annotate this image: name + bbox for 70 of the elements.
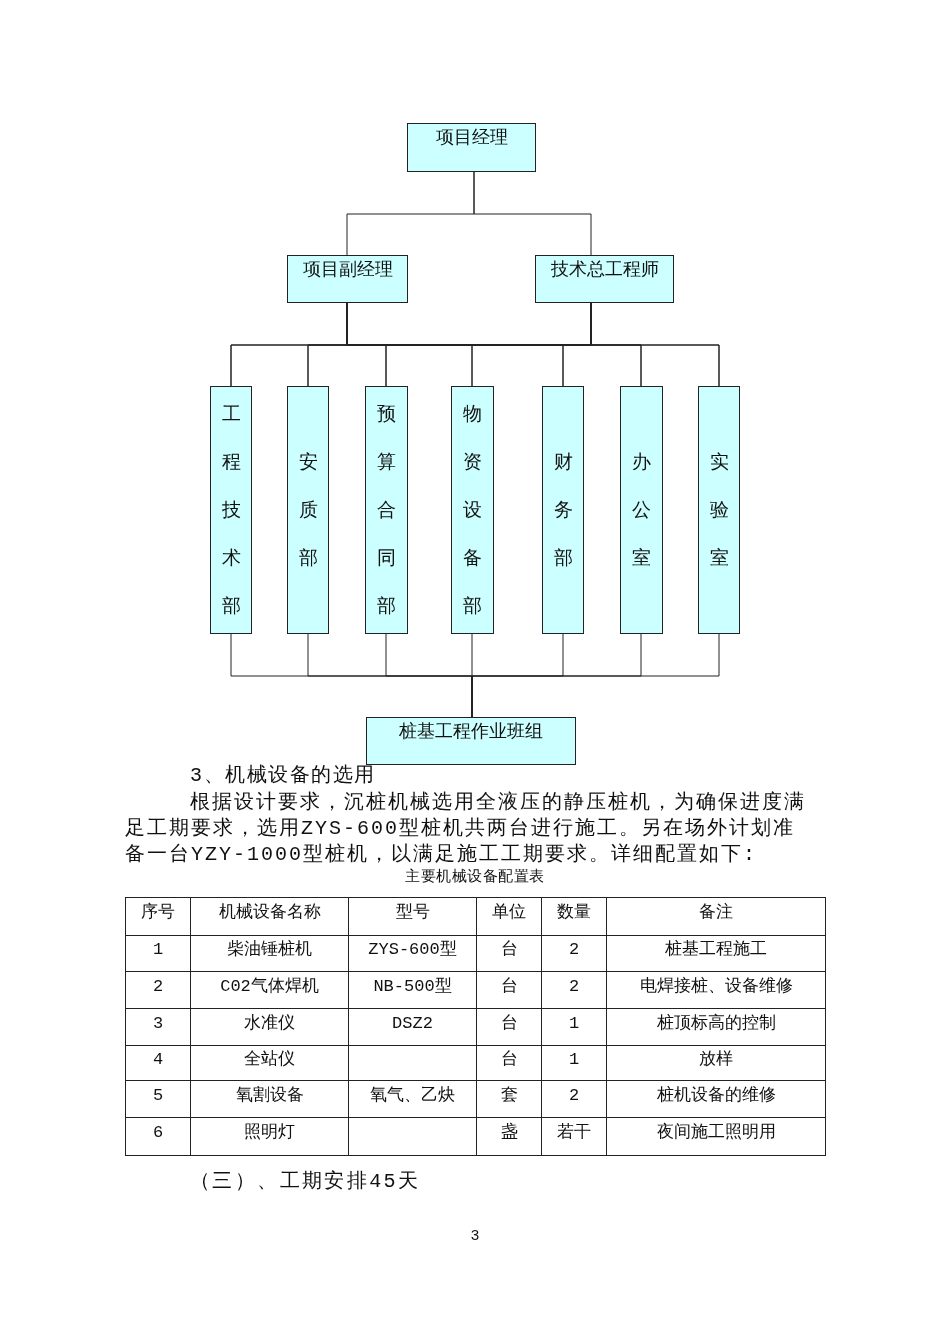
box-label: 项目经理 — [435, 126, 508, 148]
table-cell: 盏 — [476, 1117, 542, 1156]
table-cell: 4 — [125, 1045, 191, 1081]
table-header-cell: 型号 — [348, 897, 477, 936]
department-box — [451, 386, 494, 634]
table-cell: 1 — [541, 1008, 607, 1046]
table-cell: 5 — [125, 1080, 191, 1118]
table-header-cell: 数量 — [541, 897, 607, 936]
box-label: 桩基工程作业班组 — [399, 720, 543, 742]
table-header-cell: 序号 — [125, 897, 191, 936]
table-cell: 放样 — [606, 1045, 826, 1081]
table-cell: 照明灯 — [190, 1117, 349, 1156]
table-cell: 夜间施工照明用 — [606, 1117, 826, 1156]
connector-line — [471, 633, 720, 718]
table-cell: 台 — [476, 935, 542, 972]
table-cell: 台 — [476, 1008, 542, 1046]
table-cell: 氧割设备 — [190, 1080, 349, 1118]
table-cell: 1 — [125, 935, 191, 972]
box-label: 办公室 — [632, 450, 651, 570]
department-box — [210, 386, 252, 634]
table-cell: 台 — [476, 971, 542, 1009]
table-cell: 若干 — [541, 1117, 607, 1156]
body-paragraph: 根据设计要求，沉桩机械选用全液压的静压桩机，为确保进度满足工期要求，选用ZYS-600型桩机共两台进行施工。另在场外计划准备一台YZY-1000型桩机，以满足施工工期要求。详细配置如下: — [125, 790, 807, 868]
box-label: 物资设备部 — [463, 402, 482, 618]
table-header-cell: 单位 — [476, 897, 542, 936]
table-cell: 2 — [541, 935, 607, 972]
table-cell: 2 — [541, 971, 607, 1009]
box-label: 安质部 — [298, 450, 318, 570]
table-cell: 套 — [476, 1080, 542, 1118]
org-box — [407, 123, 536, 172]
table-header-cell: 备注 — [606, 897, 826, 936]
box-label: 工程技术部 — [221, 402, 241, 618]
table-cell: 桩基工程施工 — [606, 935, 826, 972]
table-cell: 台 — [476, 1045, 542, 1081]
table-cell: 电焊接桩、设备维修 — [606, 971, 826, 1009]
department-box — [620, 386, 663, 634]
table-title: 主要机械设备配置表 — [405, 869, 545, 887]
table-cell: 3 — [125, 1008, 191, 1046]
box-label: 实验室 — [709, 450, 729, 570]
org-box — [366, 717, 576, 765]
department-box — [698, 386, 740, 634]
box-label: 技术总工程师 — [550, 258, 659, 280]
department-box — [365, 386, 408, 634]
connector-line — [590, 302, 720, 387]
table-cell: 水准仪 — [190, 1008, 349, 1046]
table-cell: C02气体焊机 — [190, 971, 349, 1009]
table-cell: 柴油锤桩机 — [190, 935, 349, 972]
box-label: 项目副经理 — [302, 258, 393, 280]
table-cell: 全站仪 — [190, 1045, 349, 1081]
section-heading: 3、机械设备的选用 — [190, 764, 376, 788]
connector-line — [473, 171, 592, 256]
table-cell: ZYS-600型 — [348, 935, 477, 972]
box-label: 财务部 — [553, 450, 573, 570]
department-box — [542, 386, 584, 634]
department-box — [287, 386, 329, 634]
org-box — [535, 255, 674, 303]
table-cell: 1 — [541, 1045, 607, 1081]
box-label: 预算合同部 — [377, 402, 396, 618]
section-heading: （三）、工期安排45天 — [190, 1170, 421, 1194]
table-cell: 2 — [541, 1080, 607, 1118]
table-cell: 2 — [125, 971, 191, 1009]
table-cell: NB-500型 — [348, 971, 477, 1009]
table-cell: 氧气、乙炔 — [348, 1080, 477, 1118]
table-cell: DSZ2 — [348, 1008, 477, 1046]
table-cell: 桩顶标高的控制 — [606, 1008, 826, 1046]
org-box — [287, 255, 408, 303]
table-header-cell: 机械设备名称 — [190, 897, 349, 936]
page-number: 3 — [470, 1228, 480, 1246]
table-cell: 桩机设备的维修 — [606, 1080, 826, 1118]
table-cell: 6 — [125, 1117, 191, 1156]
